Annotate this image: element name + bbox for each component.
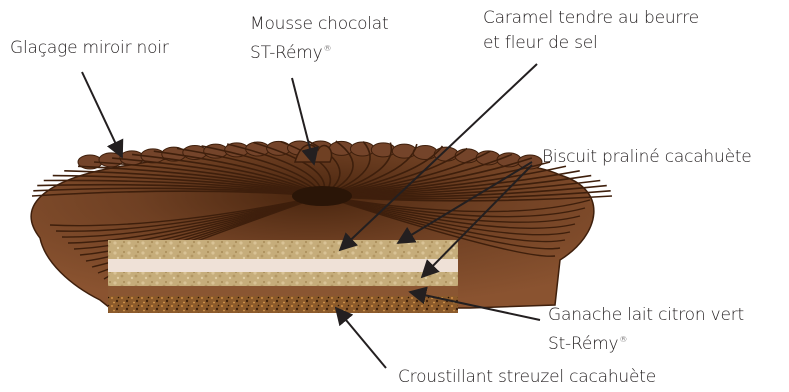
mousse-center <box>292 186 352 206</box>
mousse-scallop <box>350 142 374 156</box>
mousse-scallop <box>329 141 353 155</box>
mousse-scallop <box>455 149 479 163</box>
registered-mark: ® <box>619 335 627 344</box>
caramel-layer <box>108 259 458 272</box>
arrow-glacage <box>82 72 122 157</box>
label-croustillant: Croustillant streuzel cacahuète <box>398 366 656 388</box>
cross-section <box>108 240 458 313</box>
mousse-scallop <box>99 153 123 167</box>
streuzel-layer <box>108 296 458 313</box>
arrow-croustillant <box>336 308 386 368</box>
biscuit-layer-bottom <box>108 272 458 286</box>
label-caramel-line2: et fleur de sel <box>483 32 598 54</box>
mousse-scallop <box>392 144 416 158</box>
registered-mark: ® <box>323 44 331 53</box>
label-caramel-line1: Caramel tendre au beurre <box>483 7 699 29</box>
label-mousse-line1: Mousse chocolat <box>250 13 389 35</box>
label-ganache-line1: Ganache lait citron vert <box>548 304 744 326</box>
mousse-scallop <box>120 151 144 165</box>
label-mousse-line2: ST-Rémy® <box>250 38 331 64</box>
label-glacage: Glaçage miroir noir <box>10 37 169 59</box>
label-ganache-line2: St-Rémy® <box>548 329 627 355</box>
ganache-layer <box>108 286 458 296</box>
mousse-scallop <box>413 146 437 160</box>
biscuit-layer-top <box>108 240 458 259</box>
label-biscuit: Biscuit praliné cacahuète <box>542 146 752 168</box>
